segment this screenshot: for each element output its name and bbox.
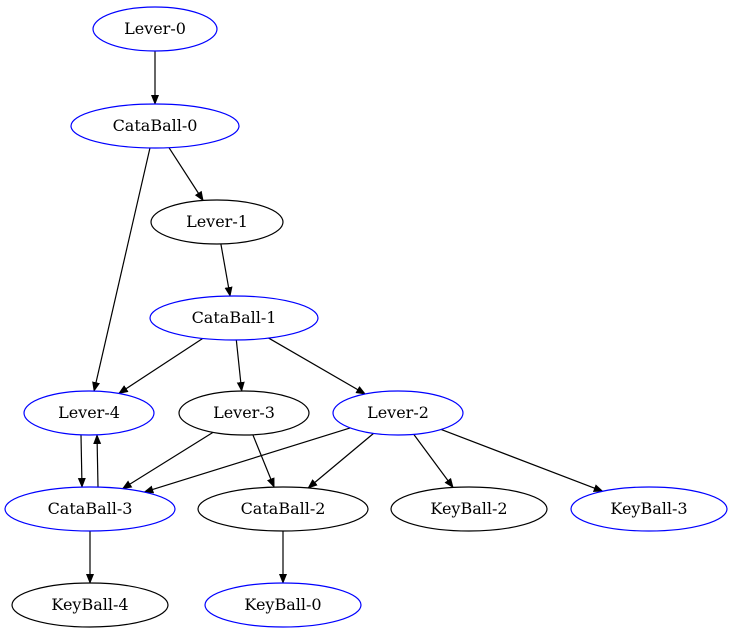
node-keyball-0-label: KeyBall-0: [244, 595, 321, 614]
node-lever-1-ellipse: [150, 199, 284, 245]
node-keyball-3-ellipse: [570, 486, 728, 532]
node-lever-3: Lever-3: [178, 390, 310, 436]
node-keyball-3-label: KeyBall-3: [610, 499, 687, 518]
edge-cataball-0-to-lever-4: [92, 147, 151, 393]
node-lever-4-ellipse: [23, 390, 155, 436]
node-keyball-4: KeyBall-4: [11, 582, 169, 628]
edge-cataball-1-to-lever-2: [268, 337, 367, 395]
edge-lever-3-to-cataball-3: [121, 431, 214, 490]
node-lever-2-label: Lever-2: [367, 403, 429, 422]
node-cataball-1-label: CataBall-1: [192, 308, 277, 327]
edge-cataball-3-to-lever-4: [93, 434, 102, 488]
edge-cataball-1-to-lever-4: [117, 337, 204, 395]
node-cataball-3-label: CataBall-3: [48, 499, 133, 518]
node-lever-0-ellipse: [92, 6, 218, 52]
edges-layer: [77, 51, 604, 584]
edge-lever-2-to-cataball-3: [143, 427, 351, 494]
edge-lever-2-to-cataball-2: [307, 432, 374, 489]
node-lever-4: Lever-4: [23, 390, 155, 436]
node-lever-3-label: Lever-3: [213, 403, 275, 422]
node-keyball-4-label: KeyBall-4: [51, 595, 128, 614]
node-keyball-0: KeyBall-0: [204, 582, 362, 628]
node-lever-2-ellipse: [332, 390, 464, 436]
node-lever-1-label: Lever-1: [186, 212, 248, 231]
node-keyball-2: KeyBall-2: [390, 486, 548, 532]
node-cataball-1-ellipse: [149, 295, 319, 341]
node-cataball-2: CataBall-2: [197, 486, 369, 532]
node-cataball-0: CataBall-0: [70, 103, 240, 149]
edge-cataball-1-to-lever-3: [235, 339, 245, 393]
edge-lever-2-to-keyball-2: [413, 433, 454, 489]
node-keyball-2-label: KeyBall-2: [430, 499, 507, 518]
node-lever-0-label: Lever-0: [124, 19, 186, 38]
node-cataball-2-label: CataBall-2: [241, 499, 326, 518]
node-keyball-3: KeyBall-3: [570, 486, 728, 532]
node-cataball-2-ellipse: [197, 486, 369, 532]
node-cataball-0-label: CataBall-0: [113, 116, 198, 135]
node-cataball-3: CataBall-3: [4, 486, 176, 532]
edge-lever-1-to-cataball-1: [220, 243, 233, 298]
node-keyball-2-ellipse: [390, 486, 548, 532]
node-cataball-3-ellipse: [4, 486, 176, 532]
edge-lever-4-to-cataball-3: [77, 434, 86, 488]
nodes-layer: Lever-0CataBall-0Lever-1CataBall-1Lever-…: [4, 6, 728, 628]
edge-lever-2-to-keyball-3: [440, 428, 604, 492]
node-lever-4-label: Lever-4: [58, 403, 120, 422]
node-cataball-0-ellipse: [70, 103, 240, 149]
edge-cataball-0-to-lever-1: [168, 147, 204, 202]
node-keyball-4-ellipse: [11, 582, 169, 628]
edge-lever-3-to-cataball-2: [252, 434, 275, 489]
node-lever-1: Lever-1: [150, 199, 284, 245]
node-lever-3-ellipse: [178, 390, 310, 436]
node-lever-0: Lever-0: [92, 6, 218, 52]
node-cataball-1: CataBall-1: [149, 295, 319, 341]
node-keyball-0-ellipse: [204, 582, 362, 628]
node-lever-2: Lever-2: [332, 390, 464, 436]
